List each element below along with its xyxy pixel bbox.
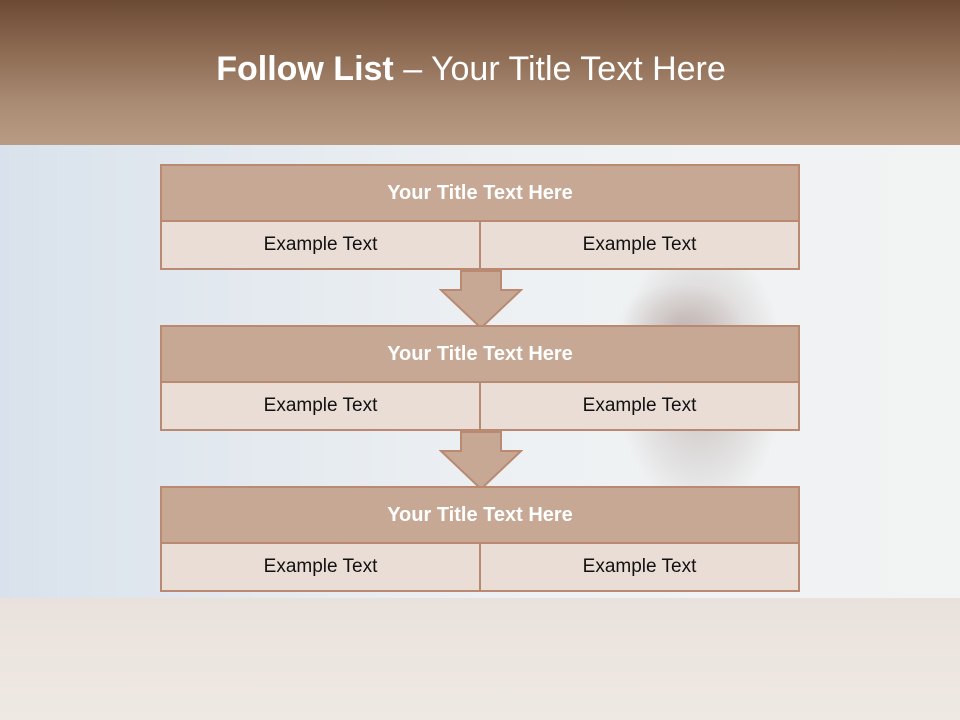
slide-title-bold: Follow List: [216, 50, 394, 88]
panel-cell-left: Example Text: [263, 395, 378, 416]
panel-title: Your Title Text Here: [162, 488, 798, 544]
panel-title: Your Title Text Here: [162, 166, 798, 222]
panel-cell-right: Example Text: [479, 544, 798, 590]
panel-row: Example Text Example Text: [162, 222, 798, 268]
slide-title-rest: – Your Title Text Here: [393, 50, 726, 88]
list-panel-1: Your Title Text Here Example Text Exampl…: [160, 164, 800, 270]
panel-title: Your Title Text Here: [162, 327, 798, 383]
down-arrow-icon: [439, 270, 523, 330]
panel-cell-right: Example Text: [479, 383, 798, 429]
panel-cell-right: Example Text: [479, 222, 798, 268]
panel-row: Example Text Example Text: [162, 383, 798, 429]
panel-cell-left: Example Text: [263, 234, 378, 255]
list-panel-2: Your Title Text Here Example Text Exampl…: [160, 325, 800, 431]
panel-row: Example Text Example Text: [162, 544, 798, 590]
background-floor: [0, 598, 960, 720]
panel-cell-left: Example Text: [263, 556, 378, 577]
list-panel-3: Your Title Text Here Example Text Exampl…: [160, 486, 800, 592]
slide-title: Follow List – Your Title Text Here: [0, 50, 942, 89]
down-arrow-icon: [439, 431, 523, 491]
slide-header: Follow List – Your Title Text Here: [0, 0, 960, 145]
